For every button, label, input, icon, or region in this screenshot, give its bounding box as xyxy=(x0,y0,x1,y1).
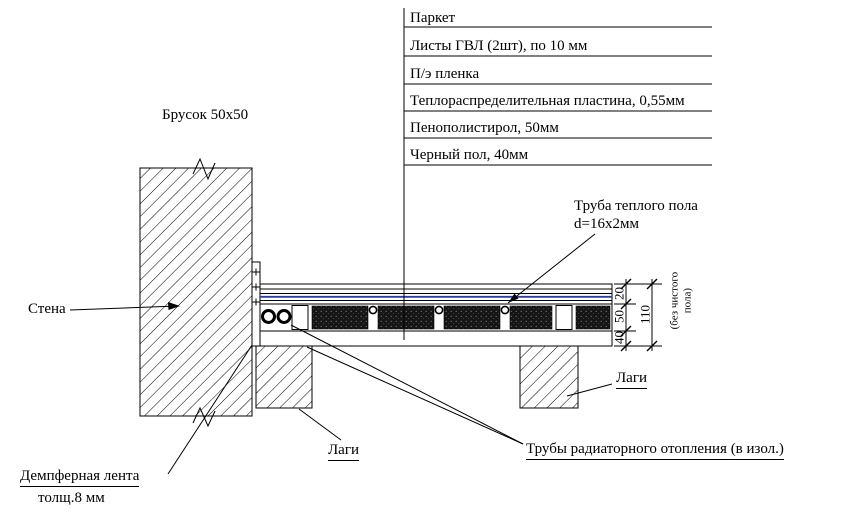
label-brusok: Брусок 50x50 xyxy=(162,107,249,123)
leader-lagi-right xyxy=(566,383,613,397)
subfloor-board xyxy=(259,330,613,347)
label-warm-pipe-line2: d=16x2мм xyxy=(574,216,639,232)
dimension-tick-icons xyxy=(620,278,658,352)
label-lagi-bottom: Лаги xyxy=(328,441,360,461)
callout-polystyrene: Пенополистирол, 50мм xyxy=(410,120,559,136)
dim-note-line1: (без чистого xyxy=(668,271,681,330)
leader-damper xyxy=(167,344,253,475)
arrow-stena-icon xyxy=(168,302,180,310)
joist-left xyxy=(255,345,313,409)
break-mark-top-icon xyxy=(192,157,216,181)
leader-radiator-2 xyxy=(306,346,524,445)
dim-note-line2: пола) xyxy=(681,288,693,314)
arrow-truba-icon xyxy=(508,293,519,303)
label-stena: Стена xyxy=(28,301,66,317)
heat-plate-blocks xyxy=(311,305,611,330)
label-damper-line2: толщ.8 мм xyxy=(38,490,105,506)
wood-block-right xyxy=(555,305,573,330)
leader-stena xyxy=(69,305,178,311)
label-warm-pipe-line1: Труба теплого пола xyxy=(574,198,698,214)
dim-note: (без чистого пола) xyxy=(668,255,693,347)
dim-110: 110 xyxy=(637,304,653,325)
leader-lagi-bottom xyxy=(298,408,342,441)
break-mark-bottom-icon xyxy=(192,406,216,428)
label-radiator-pipes: Трубы радиаторного отопления (в изол.) xyxy=(526,440,784,460)
callout-gvl-sheets: Листы ГВЛ (2шт), по 10 мм xyxy=(410,38,588,54)
label-damper-line1: Демпферная лента xyxy=(20,467,140,487)
callout-heat-plate: Теплораспределительная пластина, 0,55мм xyxy=(410,93,685,109)
dimension-lines xyxy=(614,278,662,352)
callout-pe-film: П/э пленка xyxy=(410,66,480,82)
callout-parquet: Паркет xyxy=(410,10,456,26)
dim-20: 20 xyxy=(611,287,627,300)
wood-block-left xyxy=(291,305,309,330)
callout-subfloor: Черный пол, 40мм xyxy=(410,147,529,163)
leader-radiator-1 xyxy=(290,324,524,445)
joist-right xyxy=(519,345,579,409)
warm-floor-pipe-icons xyxy=(368,305,510,315)
leader-lines xyxy=(69,233,613,475)
fixing-plus-marks xyxy=(252,268,260,306)
dim-40: 40 xyxy=(611,331,627,344)
leader-truba xyxy=(507,233,596,304)
radiator-pipe-icons xyxy=(261,309,292,324)
label-lagi-right: Лаги xyxy=(616,369,648,389)
floor-assembly xyxy=(251,261,613,347)
wall-section xyxy=(139,157,253,428)
layer-callout-lines xyxy=(403,8,712,340)
